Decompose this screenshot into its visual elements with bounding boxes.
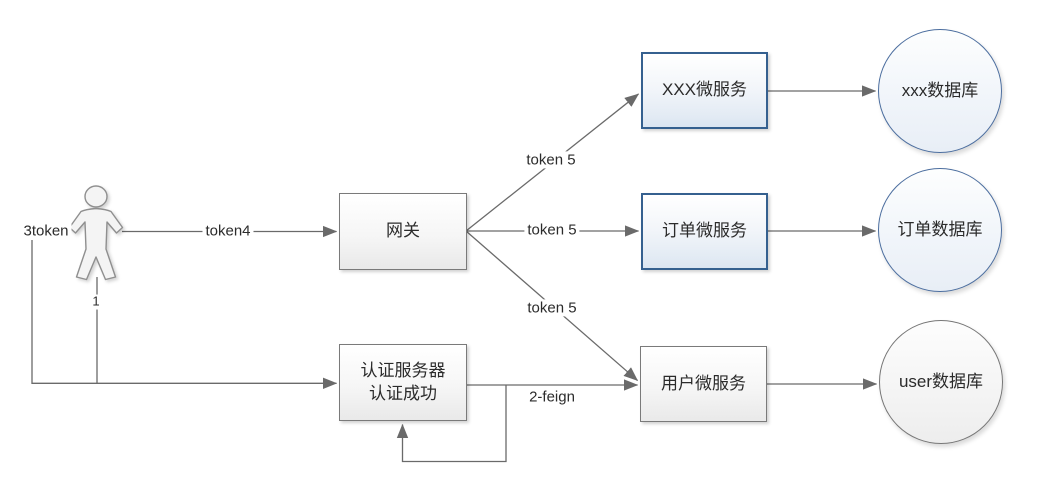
- label-token4: token4: [202, 222, 254, 240]
- order-service-label: 订单微服务: [662, 221, 747, 241]
- label-token5-middle: token 5: [524, 221, 580, 239]
- order-db-label: 订单数据库: [897, 219, 983, 239]
- gateway-label: 网关: [386, 221, 420, 241]
- edge-token-auth: [31, 240, 338, 390]
- xxx-service-box: XXX微服务: [641, 52, 768, 129]
- user-service-label: 用户微服务: [661, 373, 746, 393]
- label-token5-top: token 5: [523, 151, 579, 169]
- actor-icon: [68, 185, 124, 281]
- label-step-1: 1: [89, 294, 103, 310]
- auth-server-box: 认证服务器 认证成功: [339, 344, 467, 421]
- user-db-label: user数据库: [898, 371, 984, 391]
- order-db-circle: 订单数据库: [878, 168, 1002, 292]
- order-service-box: 订单微服务: [641, 193, 768, 270]
- xxx-db-label: xxx数据库: [901, 80, 979, 100]
- gateway-box: 网关: [339, 193, 467, 270]
- xxx-db-circle: xxx数据库: [878, 29, 1002, 153]
- xxx-service-label: XXX微服务: [661, 80, 748, 100]
- auth-server-label-line2: 认证成功: [369, 383, 437, 403]
- edge-auth-loop: [396, 385, 507, 463]
- auth-server-label-line1: 认证服务器: [360, 360, 446, 380]
- user-db-circle: user数据库: [879, 320, 1003, 444]
- label-token5-bottom: token 5: [524, 299, 580, 317]
- label-3token: 3token: [20, 222, 72, 240]
- user-service-box: 用户微服务: [640, 346, 767, 422]
- label-2-feign: 2-feign: [526, 388, 578, 406]
